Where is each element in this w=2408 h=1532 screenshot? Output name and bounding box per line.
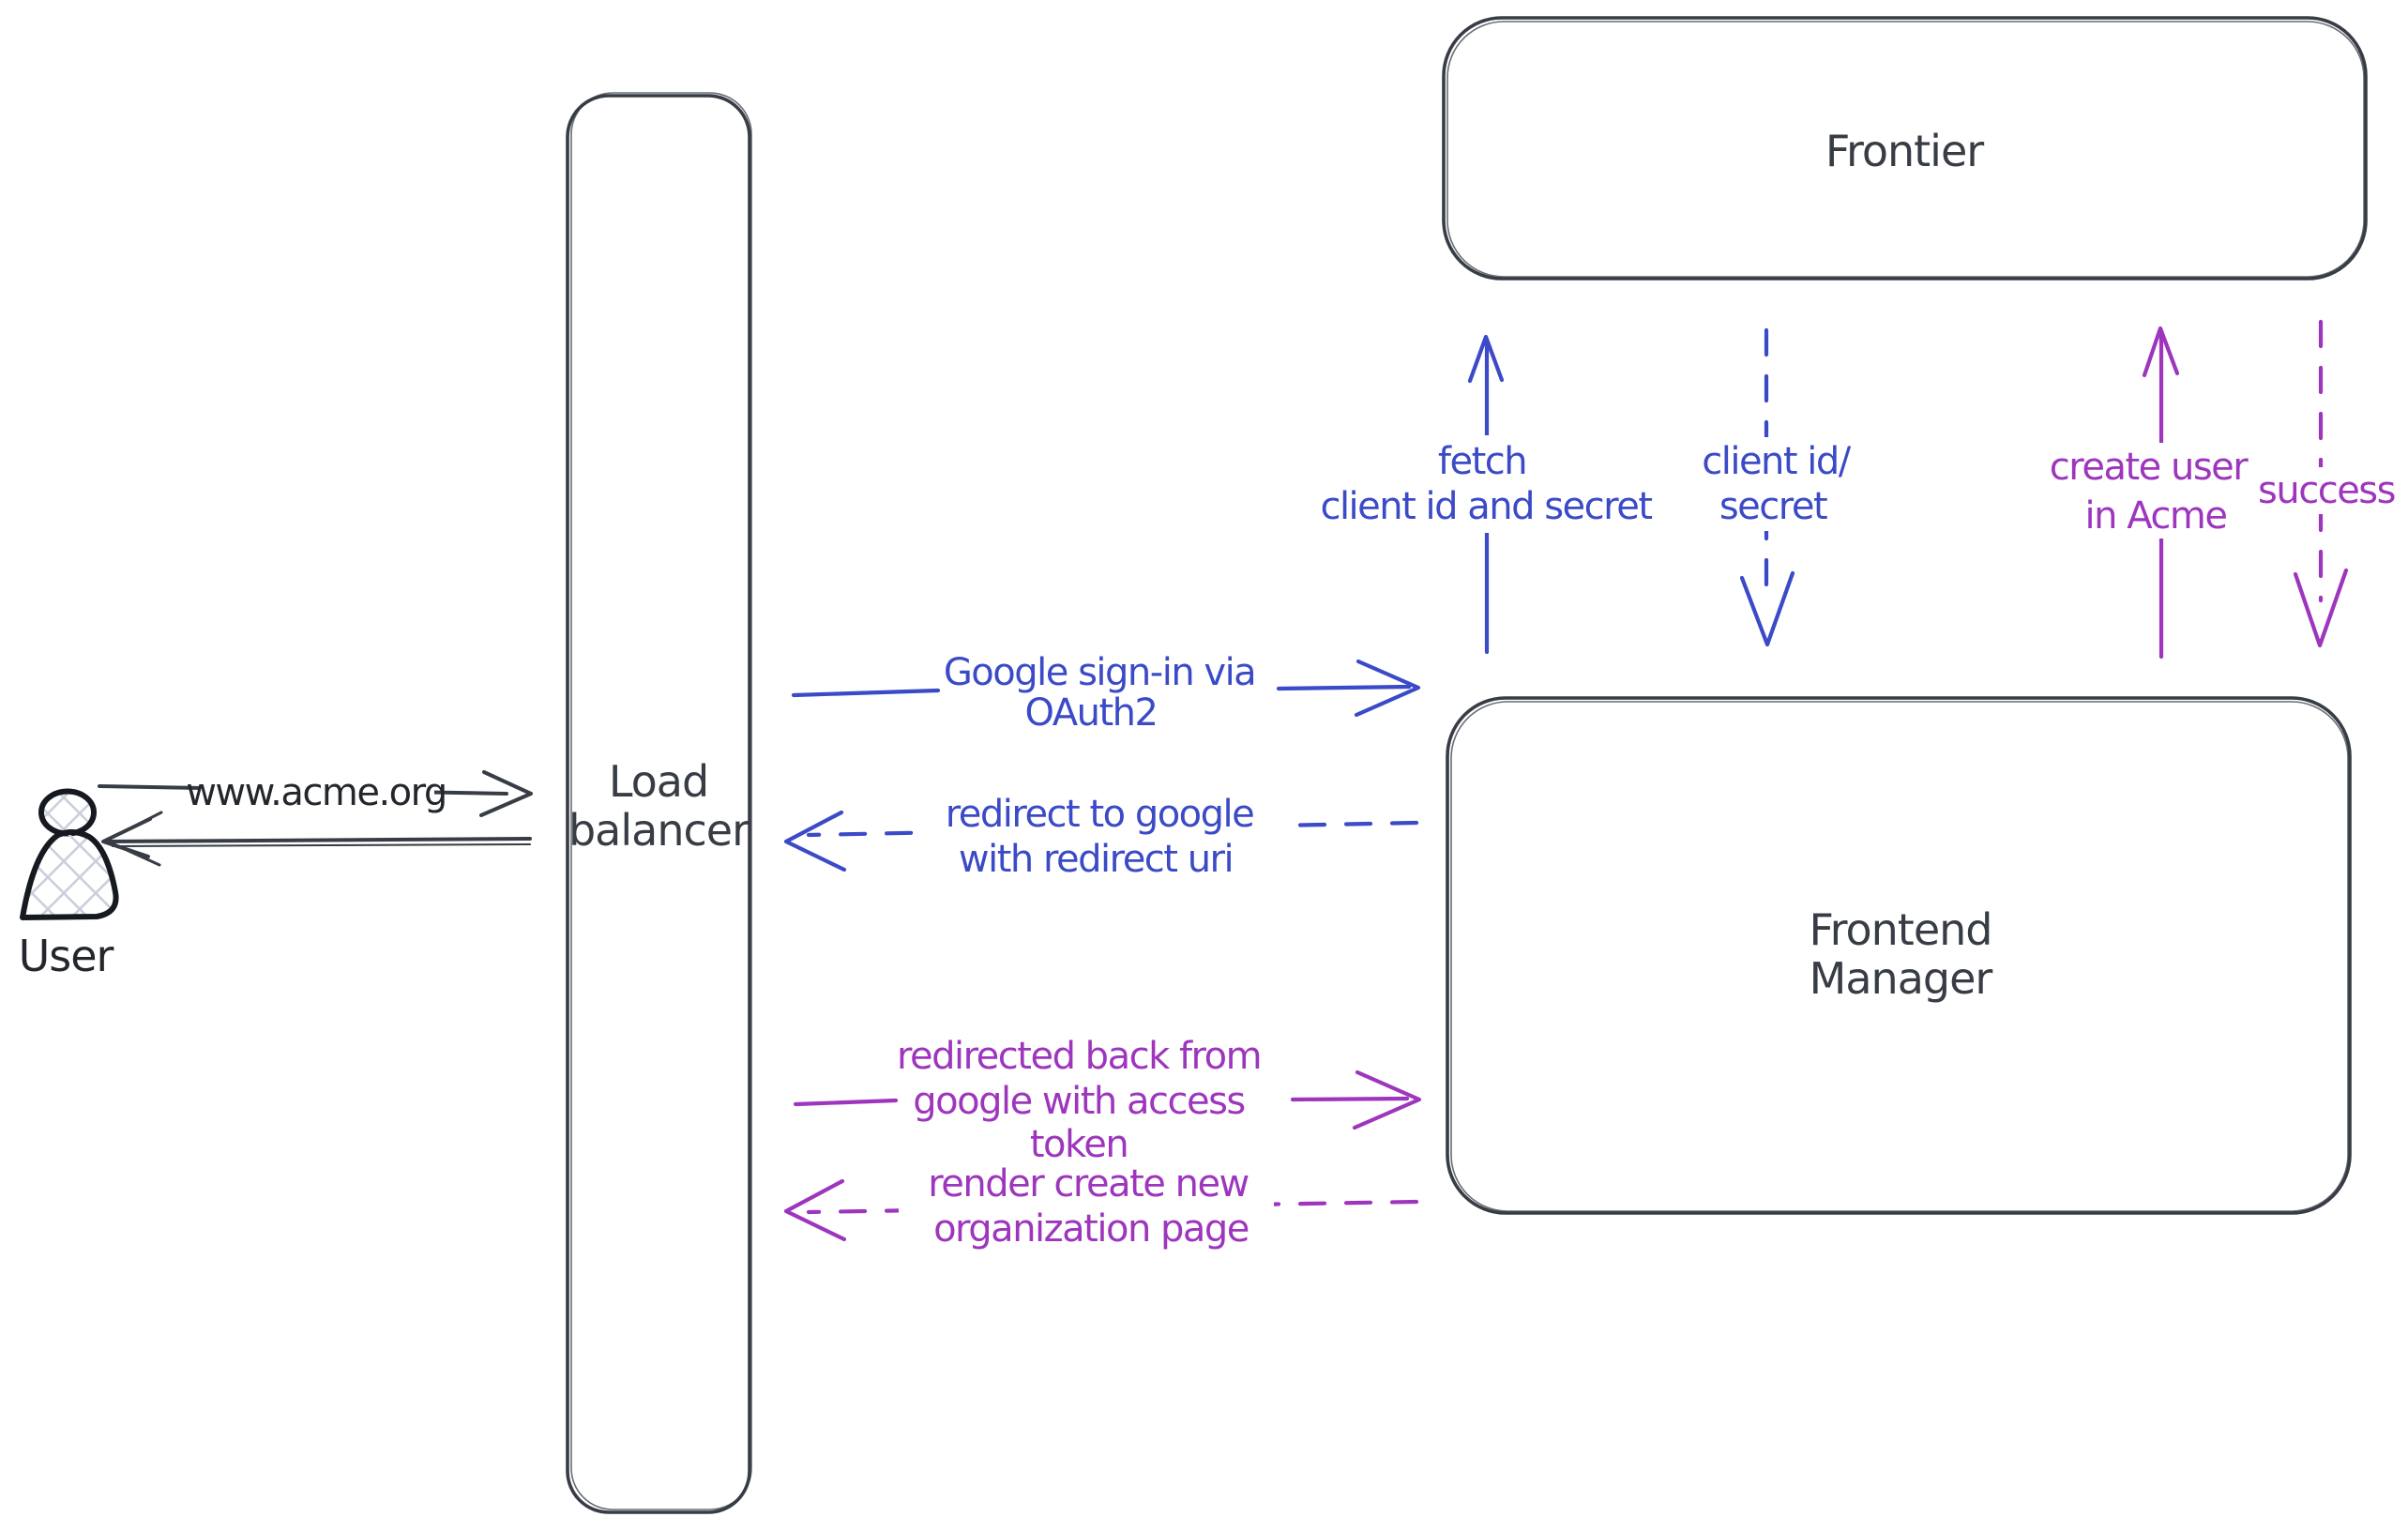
www-acme-label-bg (200, 769, 434, 812)
frontend-manager-label-line2: Manager (1810, 953, 1993, 1004)
redirect-google-label-line2: with redirect uri (959, 838, 1233, 881)
frontier-label: Frontier (1825, 126, 1984, 176)
client-id-secret-arrow (1739, 327, 1795, 647)
return-to-user-arrow (101, 811, 532, 867)
render-org-page-label-line2: organization page (933, 1207, 1249, 1251)
load-balancer-box (566, 92, 752, 1514)
redirect-google-label-bg (917, 792, 1283, 882)
client-id-secret-label-bg (1689, 437, 1863, 531)
frontend-manager-label-line1: Frontend (1809, 904, 1992, 955)
fetch-client-label-line1: fetch (1438, 440, 1526, 483)
user-label: User (19, 931, 114, 981)
redirect-google-arrow (783, 810, 1419, 872)
success-arrow (2293, 319, 2349, 648)
user-head (38, 788, 97, 837)
redirected-back-label-line1: redirected back from (897, 1035, 1261, 1078)
success-label: success (2258, 469, 2395, 512)
google-signin-label-line1: Google sign-in via (944, 651, 1255, 694)
redirected-back-arrow (793, 1069, 1422, 1130)
user-figure (20, 788, 119, 920)
redirected-back-label-line3: token (1030, 1123, 1128, 1166)
frontier-box (1442, 16, 2368, 281)
create-user-label-line2: in Acme (2085, 494, 2227, 538)
client-id-secret-label-line1: client id/ (1702, 440, 1852, 483)
www-acme-label: www.acme.org (186, 771, 447, 814)
redirected-back-label-line2: google with access (913, 1080, 1245, 1123)
google-signin-arrow (791, 659, 1421, 718)
render-org-page-label-bg (899, 1161, 1274, 1251)
user-body (20, 829, 119, 920)
frontend-manager-box (1446, 696, 2352, 1215)
create-user-label-line1: create user (2050, 446, 2249, 489)
success-label-bg (2251, 467, 2405, 514)
load-balancer-label-line2: balancer (568, 805, 750, 856)
create-user-label-bg (2037, 443, 2266, 538)
load-balancer-label-line1: Load (609, 756, 708, 807)
render-org-page-label-line1: render create new (928, 1162, 1249, 1206)
redirect-google-label-line1: redirect to google (946, 793, 1254, 836)
fetch-client-label-line2: client id and secret (1320, 485, 1652, 528)
google-signin-label-line2: OAuth2 (1025, 691, 1158, 735)
fetch-client-label-bg (1288, 435, 1686, 533)
client-id-secret-label-line2: secret (1719, 485, 1827, 528)
